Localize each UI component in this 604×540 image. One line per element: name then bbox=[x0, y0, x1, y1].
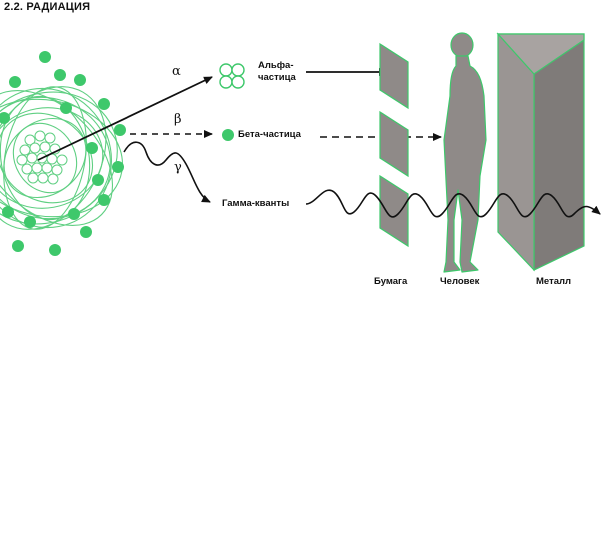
alpha-label-line1: Альфа- bbox=[258, 60, 294, 71]
atom-illustration bbox=[0, 51, 126, 256]
gamma-symbol: γ bbox=[174, 160, 182, 175]
human-figure bbox=[443, 32, 487, 273]
beta-label: Бета-частица bbox=[238, 129, 301, 140]
electron-orbits bbox=[0, 86, 124, 230]
alpha-label-line2: частица bbox=[258, 72, 296, 83]
beta-symbol: β bbox=[174, 112, 182, 127]
nucleus bbox=[16, 130, 68, 185]
electrons bbox=[0, 51, 126, 256]
alpha-particle-icon bbox=[219, 63, 245, 89]
alpha-ray bbox=[37, 76, 213, 161]
paper-label: Бумага bbox=[374, 276, 408, 287]
figure-title: 2.2. РАДИАЦИЯ bbox=[4, 1, 91, 13]
metal-block bbox=[496, 32, 585, 272]
paper-barrier bbox=[379, 42, 409, 248]
metal-label: Металл bbox=[536, 276, 572, 287]
gamma-ray bbox=[123, 141, 211, 203]
beta-particle-icon bbox=[222, 129, 234, 141]
alpha-symbol: α bbox=[172, 64, 181, 79]
gamma-path bbox=[305, 189, 601, 218]
gamma-label: Гамма-кванты bbox=[222, 198, 290, 209]
human-label: Человек bbox=[440, 276, 480, 287]
